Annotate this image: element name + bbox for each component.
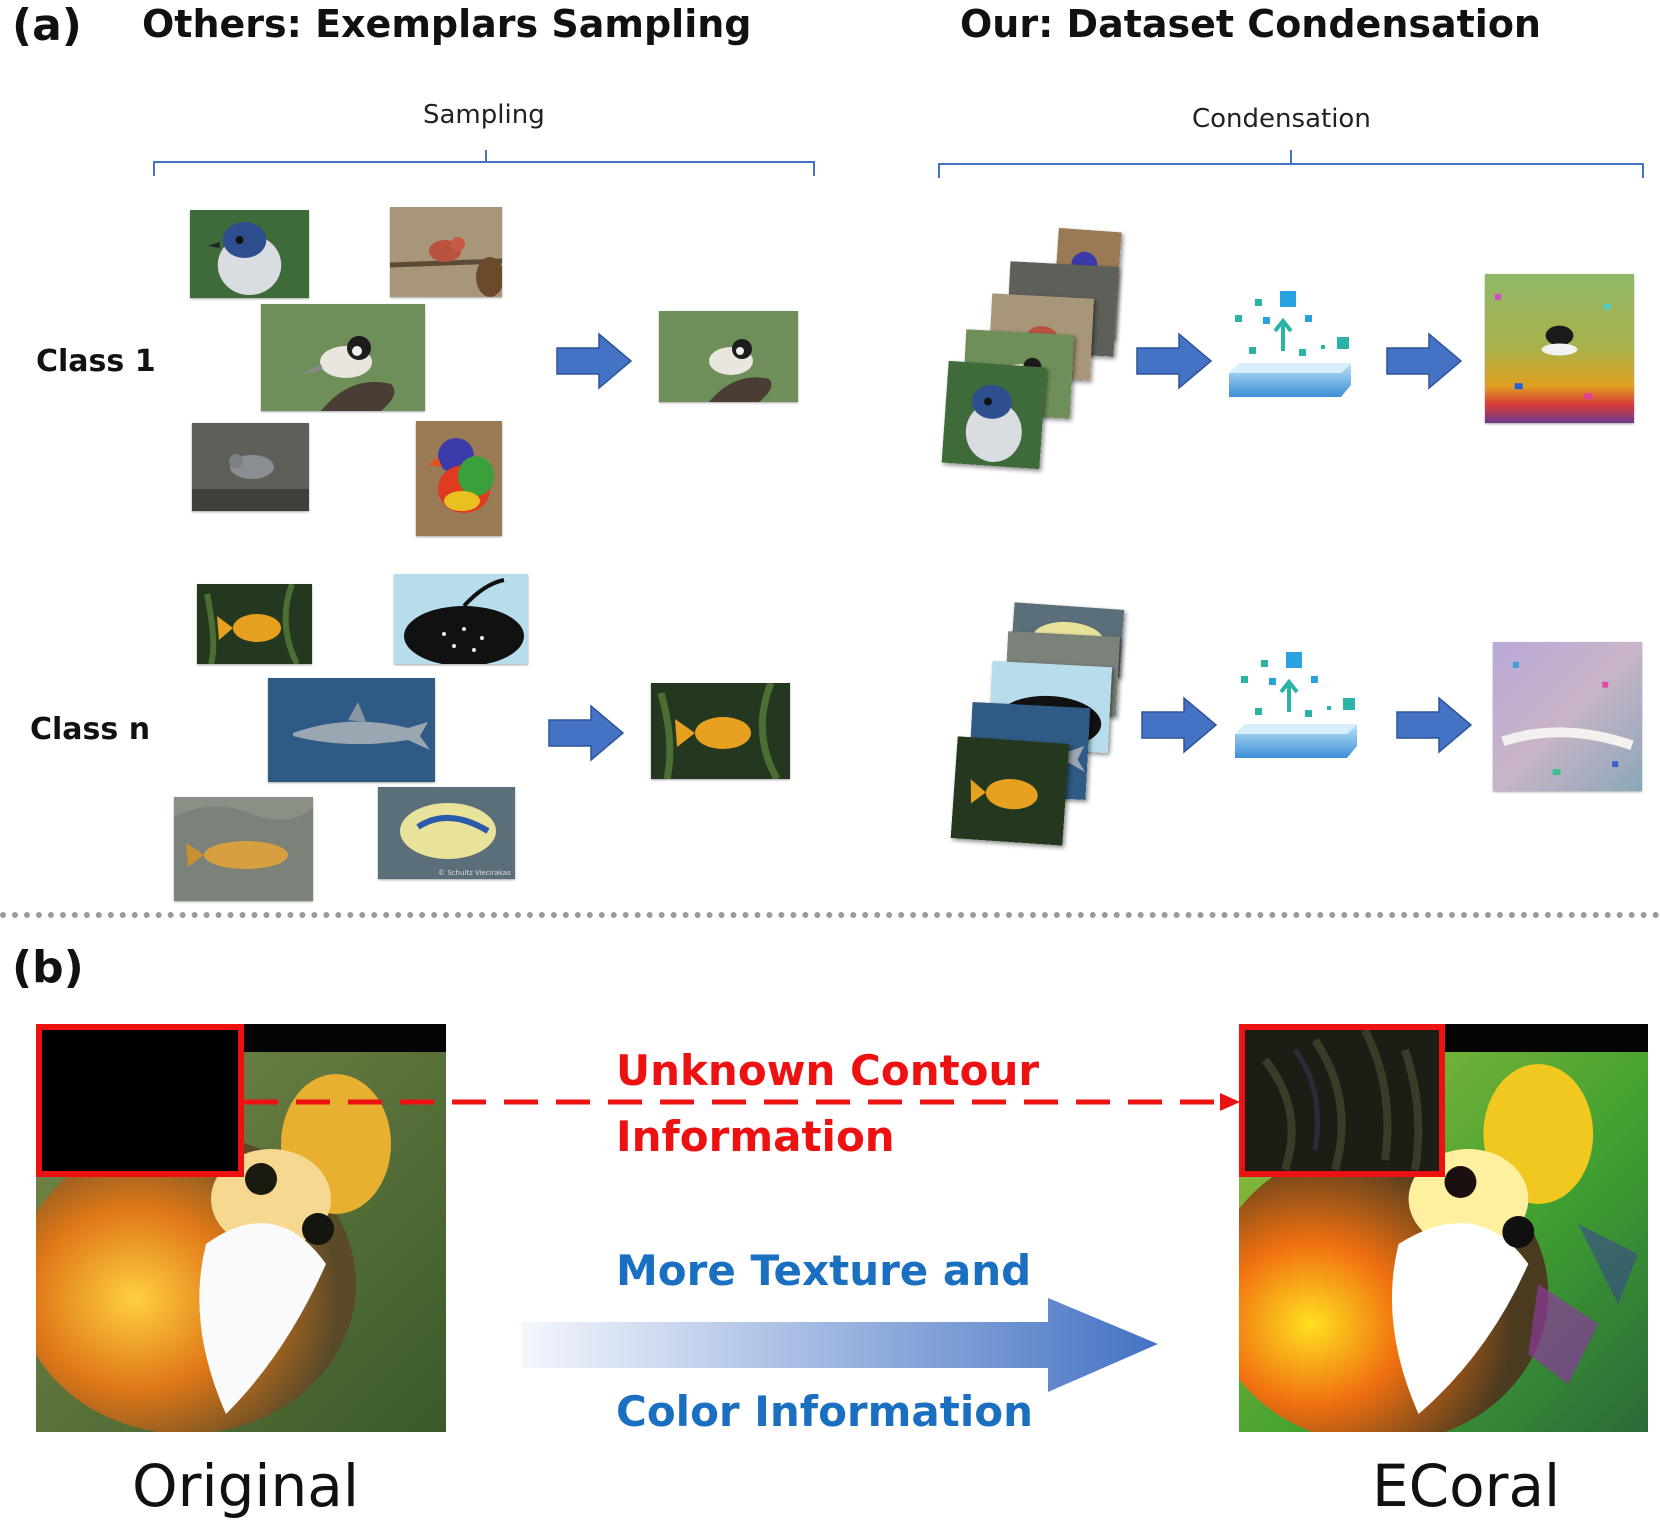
original-caption: Original (132, 1452, 359, 1520)
panel-a-label: (a) (12, 0, 82, 51)
sampling-brace-label: Sampling (423, 100, 545, 130)
sampling-brace (153, 150, 815, 176)
ecoral-recovered-region-box (1239, 1024, 1445, 1177)
contour-dashed-arrow (244, 1093, 1240, 1111)
class-1-stack-card-1 (941, 360, 1047, 470)
watermark-text: © Schultz Viecirakas (438, 869, 511, 877)
more-texture-text-line-2: Color Information (616, 1387, 1033, 1436)
right-heading: Our: Dataset Condensation (960, 2, 1541, 46)
class-n-condense-arrow-1 (1141, 696, 1218, 754)
bird-chickadee-thumbnail (261, 304, 425, 411)
class-n-condense-arrow-2 (1396, 696, 1473, 754)
class-1-sampling-arrow (556, 332, 633, 390)
panel-divider (0, 912, 1660, 918)
fish-angelfish-thumbnail: © Schultz Viecirakas (378, 787, 515, 879)
left-heading: Others: Exemplars Sampling (142, 2, 752, 46)
fish-carp-thumbnail (174, 797, 313, 901)
original-missing-region-box (36, 1024, 244, 1177)
more-texture-text-line-1: More Texture and (616, 1246, 1032, 1295)
class-n-label: Class n (30, 712, 151, 747)
bird-gray-thumbnail (192, 423, 309, 511)
fish-stingray-thumbnail (394, 574, 528, 664)
ecoral-caption: ECoral (1372, 1452, 1561, 1520)
class-n-condensation-icon (1235, 652, 1357, 758)
class-n-sampling-arrow (548, 704, 625, 762)
fish-shark-thumbnail (268, 678, 435, 782)
bird-lorikeet-thumbnail (416, 421, 502, 536)
class-1-condense-arrow-2 (1386, 332, 1463, 390)
condensation-brace (938, 150, 1644, 178)
panel-b-label: (b) (12, 942, 84, 993)
class-1-synthetic-image (1485, 274, 1634, 423)
condensation-brace-label: Condensation (1192, 104, 1371, 134)
bird-blue-jay-thumbnail (190, 210, 309, 298)
gradient-arrow (522, 1298, 1158, 1392)
class-1-label: Class 1 (36, 344, 156, 379)
class-1-sampled-chickadee (659, 311, 798, 402)
class-n-stack-card-1 (950, 736, 1070, 846)
unknown-contour-text-line-1: Unknown Contour (616, 1046, 1040, 1095)
fish-goldfish-thumbnail (197, 584, 312, 664)
class-n-synthetic-image (1493, 642, 1642, 791)
bird-finch-thumbnail (390, 207, 502, 297)
class-1-condense-arrow-1 (1136, 332, 1213, 390)
class-n-sampled-goldfish (651, 683, 790, 779)
unknown-contour-text-line-2: Information (616, 1112, 895, 1161)
class-1-condensation-icon (1229, 291, 1351, 397)
